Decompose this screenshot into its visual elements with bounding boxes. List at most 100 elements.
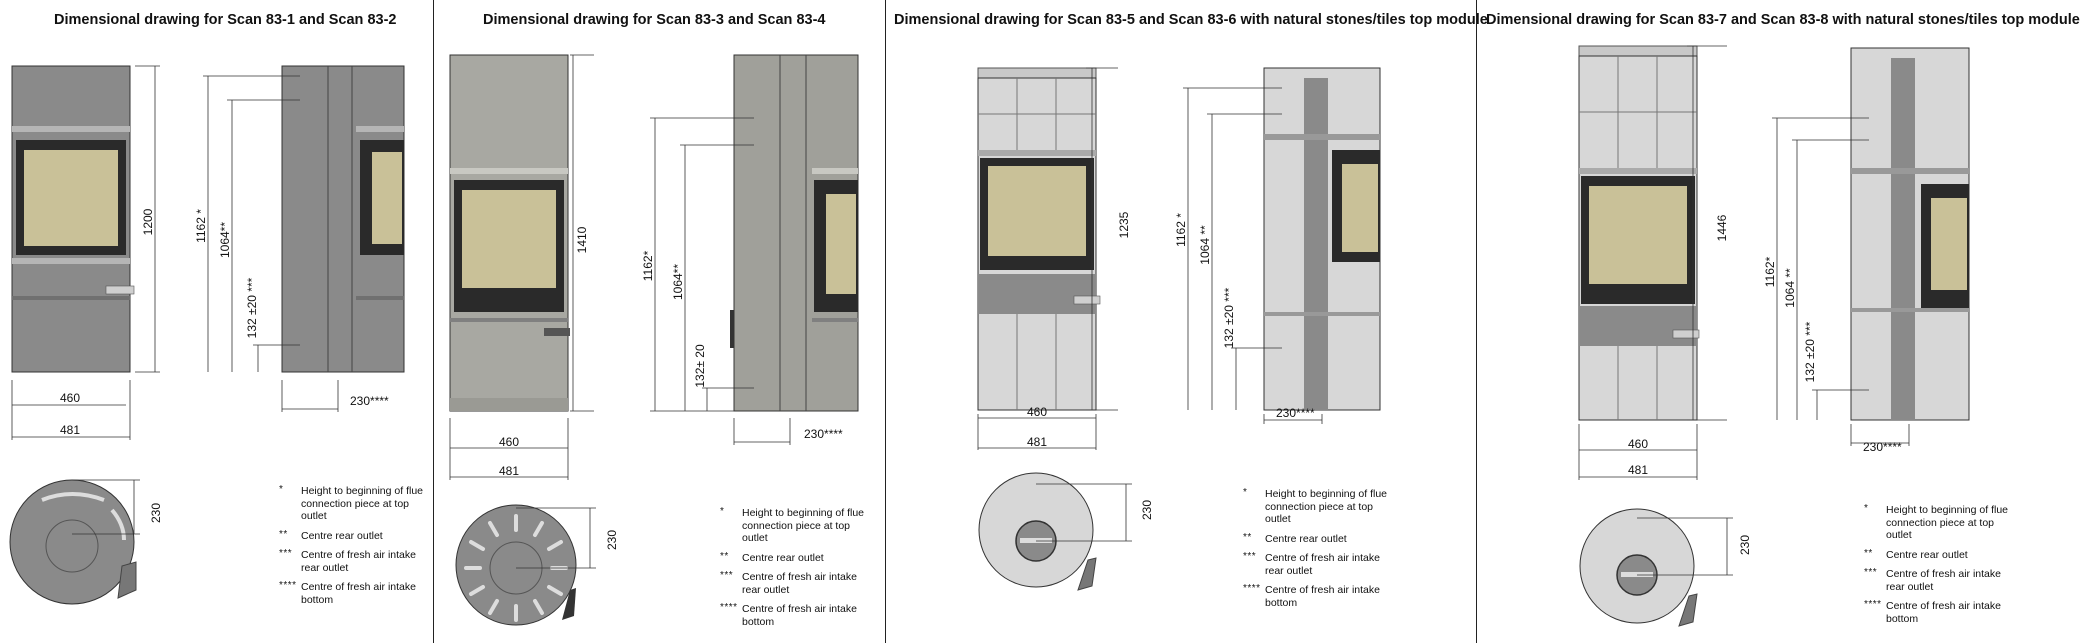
legend-text: Height to beginning of flue connection p… xyxy=(1886,504,2009,541)
legend-text: Height to beginning of flue connection p… xyxy=(742,507,865,544)
legend: * Height to beginning of flue connection … xyxy=(1864,503,2014,632)
legend-item: ** Centre rear outlet xyxy=(1864,547,2014,562)
stove-front-view xyxy=(449,54,570,412)
panel-scan-83-1-2: Dimensional drawing for Scan 83-1 and Sc… xyxy=(0,0,433,643)
dim-height: 1235 xyxy=(1117,211,1131,238)
legend-text: Centre of fresh air intake rear outlet xyxy=(742,571,857,596)
dimension-lines xyxy=(977,67,1323,450)
dimension-lines xyxy=(11,65,339,440)
dim-fresh: 132 ±20 *** xyxy=(1803,321,1817,382)
dim-top-depth: 230 xyxy=(1140,500,1154,520)
legend-mark: ** xyxy=(1864,547,1873,559)
dimension-lines xyxy=(449,54,791,480)
legend-text: Centre rear outlet xyxy=(1886,548,1968,561)
drawing-scan-83-1-2: 1200 1162 * 1064** 132 ±20 *** 460 481 2… xyxy=(9,65,405,605)
dim-width-outer: 481 xyxy=(499,464,519,478)
stove-top-view xyxy=(978,472,1132,591)
legend-text: Centre of fresh air intake bottom xyxy=(1265,584,1380,609)
legend-mark: * xyxy=(1864,503,1869,514)
legend: * Height to beginning of flue connection … xyxy=(279,484,429,613)
legend-mark: ** xyxy=(720,550,729,562)
stove-side-view xyxy=(1850,47,1970,421)
dim-rear: 1064 ** xyxy=(1198,225,1212,265)
legend-text: Height to beginning of flue connection p… xyxy=(301,485,424,522)
legend-text: Centre rear outlet xyxy=(301,529,383,542)
dim-fresh: 132± 20 xyxy=(693,344,707,388)
legend-mark: **** xyxy=(1243,583,1261,594)
dim-width-inner: 460 xyxy=(499,435,519,449)
legend-text: Centre rear outlet xyxy=(742,551,824,564)
dim-height: 1446 xyxy=(1715,214,1729,241)
panel-scan-83-7-8: Dimensional drawing for Scan 83-7 and Sc… xyxy=(1477,0,2080,643)
dim-fresh: 132 ±20 *** xyxy=(1222,287,1236,348)
dimension-lines xyxy=(1578,45,1910,480)
dim-width-outer: 481 xyxy=(1027,435,1047,449)
legend-mark: * xyxy=(1243,487,1248,498)
panel-divider xyxy=(433,0,434,643)
legend-mark: **** xyxy=(1864,599,1882,610)
panel-title: Dimensional drawing for Scan 83-7 and Sc… xyxy=(1486,12,2080,28)
legend-mark: * xyxy=(720,506,725,517)
legend-item: * Height to beginning of flue connection … xyxy=(1243,487,1393,526)
dim-top-depth: 230 xyxy=(149,503,163,523)
dim-rear: 1064** xyxy=(671,264,685,300)
drawing-scan-83-7-8: 1446 1162* 1064 ** 132 ±20 *** 460 481 2… xyxy=(1578,45,1970,627)
legend-item: ***Centre of fresh air intake rear outle… xyxy=(1864,567,2014,593)
dim-flue: 1162 * xyxy=(194,209,208,243)
legend-mark: *** xyxy=(1243,551,1257,562)
stove-front-view xyxy=(11,65,135,373)
stove-top-view xyxy=(1579,508,1733,627)
dim-bottom: 230**** xyxy=(1276,406,1315,420)
dim-width-inner: 460 xyxy=(60,391,80,405)
panel-title: Dimensional drawing for Scan 83-1 and Sc… xyxy=(54,12,397,28)
legend-mark: *** xyxy=(720,570,734,581)
legend-item: **** Centre of fresh air intake bottom xyxy=(1864,599,2014,625)
dim-height: 1410 xyxy=(575,226,589,253)
panel-scan-83-5-6: Dimensional drawing for Scan 83-5 and Sc… xyxy=(886,0,1488,643)
stove-front-view xyxy=(977,67,1101,411)
dim-top-depth: 230 xyxy=(1738,535,1752,555)
dim-bottom: 230**** xyxy=(1863,440,1902,454)
legend-text: Centre rear outlet xyxy=(1265,532,1347,545)
panel-scan-83-3-4: Dimensional drawing for Scan 83-3 and Sc… xyxy=(434,0,885,643)
stove-side-view xyxy=(281,65,405,373)
legend-text: Centre of fresh air intake bottom xyxy=(301,581,416,606)
legend-item: ** Centre rear outlet xyxy=(279,528,429,543)
stove-top-view xyxy=(455,504,596,626)
legend-mark: *** xyxy=(279,548,293,559)
legend-item: * Height to beginning of flue connection … xyxy=(1864,503,2014,542)
legend-mark: ** xyxy=(1243,531,1252,543)
legend-text: Centre of fresh air intake bottom xyxy=(1886,600,2001,625)
legend-mark: ** xyxy=(279,528,288,540)
panel-divider xyxy=(1476,0,1477,643)
dim-bottom: 230**** xyxy=(804,427,843,441)
dim-flue: 1162 * xyxy=(1174,213,1188,247)
legend-item: ** Centre rear outlet xyxy=(1243,531,1393,546)
dim-width-inner: 460 xyxy=(1628,437,1648,451)
legend-mark: * xyxy=(279,484,284,495)
stove-side-view xyxy=(1263,67,1381,411)
stove-top-view xyxy=(9,479,140,605)
drawing-scan-83-3-4: 1410 1162* 1064** 132± 20 460 481 230***… xyxy=(449,54,859,626)
legend-item: ****Centre of fresh air intake bottom xyxy=(720,602,870,628)
legend-item: * Height to beginning of flue connection … xyxy=(720,506,870,545)
dim-rear: 1064 ** xyxy=(1783,268,1797,308)
legend-item: * Height to beginning of flue connection … xyxy=(279,484,429,523)
legend-text: Centre of fresh air intake rear outlet xyxy=(301,549,416,574)
dim-width-outer: 481 xyxy=(1628,463,1648,477)
dim-top-depth: 230 xyxy=(605,530,619,550)
legend-text: Centre of fresh air intake rear outlet xyxy=(1265,552,1380,577)
legend: * Height to beginning of flue connection … xyxy=(720,506,870,635)
dim-fresh: 132 ±20 *** xyxy=(245,277,259,338)
dim-bottom: 230**** xyxy=(350,394,389,408)
dim-rear: 1064** xyxy=(218,222,232,258)
stove-front-view xyxy=(1578,45,1700,421)
legend-text: Centre of fresh air intake rear outlet xyxy=(1886,568,2001,593)
legend-item: *** Centre of fresh air intake rear outle… xyxy=(720,570,870,596)
legend-item: **** Centre of fresh air intake bottom xyxy=(1243,583,1393,609)
dim-flue: 1162* xyxy=(641,250,655,281)
legend-text: Centre of fresh air intake bottom xyxy=(742,603,857,628)
legend-text: Height to beginning of flue connection p… xyxy=(1265,488,1388,525)
drawing-scan-83-5-6: 1235 1162 * 1064 ** 132 ±20 *** 460 481 … xyxy=(977,67,1381,591)
panel-title: Dimensional drawing for Scan 83-3 and Sc… xyxy=(483,12,826,28)
